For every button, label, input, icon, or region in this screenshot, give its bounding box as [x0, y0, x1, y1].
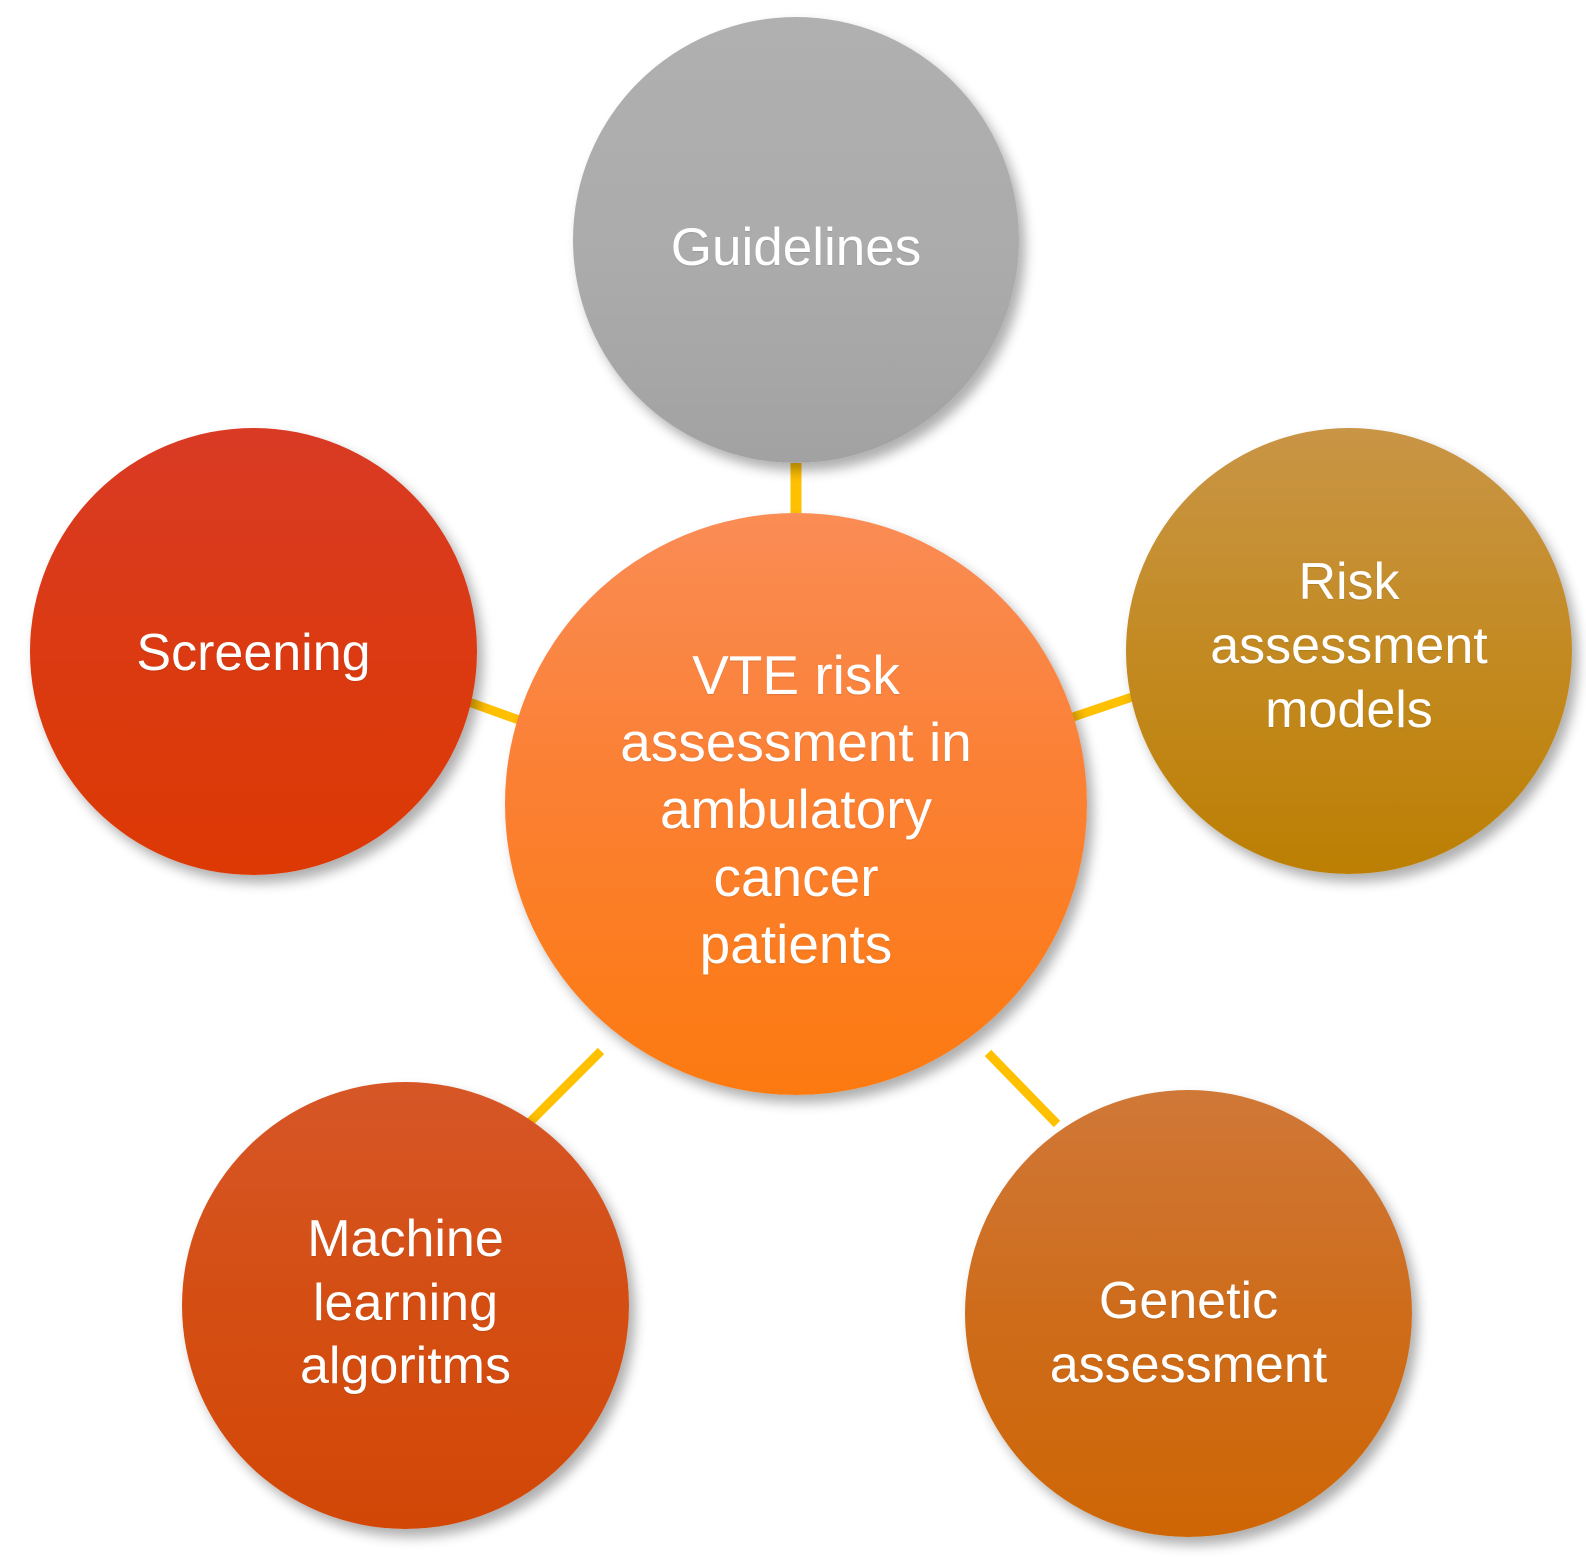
- node-genetic-assessment-label: Genetic assessment: [1049, 1271, 1328, 1394]
- node-guidelines[interactable]: Guidelines: [573, 17, 1019, 463]
- node-screening[interactable]: Screening: [30, 428, 477, 875]
- node-machine-learning-algoritms-label: Machine learning algoritms: [300, 1209, 511, 1396]
- node-risk-assessment-models-label: Risk assessment models: [1210, 553, 1488, 739]
- connector-center-genetic-assessment: [984, 1049, 1061, 1128]
- node-genetic-assessment[interactable]: Genetic assessment: [965, 1090, 1412, 1537]
- node-center-hub[interactable]: VTE risk assessment in ambulatory cancer…: [505, 513, 1087, 1095]
- node-screening-label: Screening: [136, 623, 371, 682]
- connector-center-machine-learning-algoritms: [526, 1047, 605, 1126]
- node-risk-assessment-models[interactable]: Risk assessment models: [1126, 428, 1572, 874]
- node-center-hub-label: VTE risk assessment in ambulatory cancer…: [620, 644, 972, 975]
- node-guidelines-label: Guidelines: [670, 217, 922, 277]
- node-machine-learning-algoritms[interactable]: Machine learning algoritms: [182, 1082, 629, 1529]
